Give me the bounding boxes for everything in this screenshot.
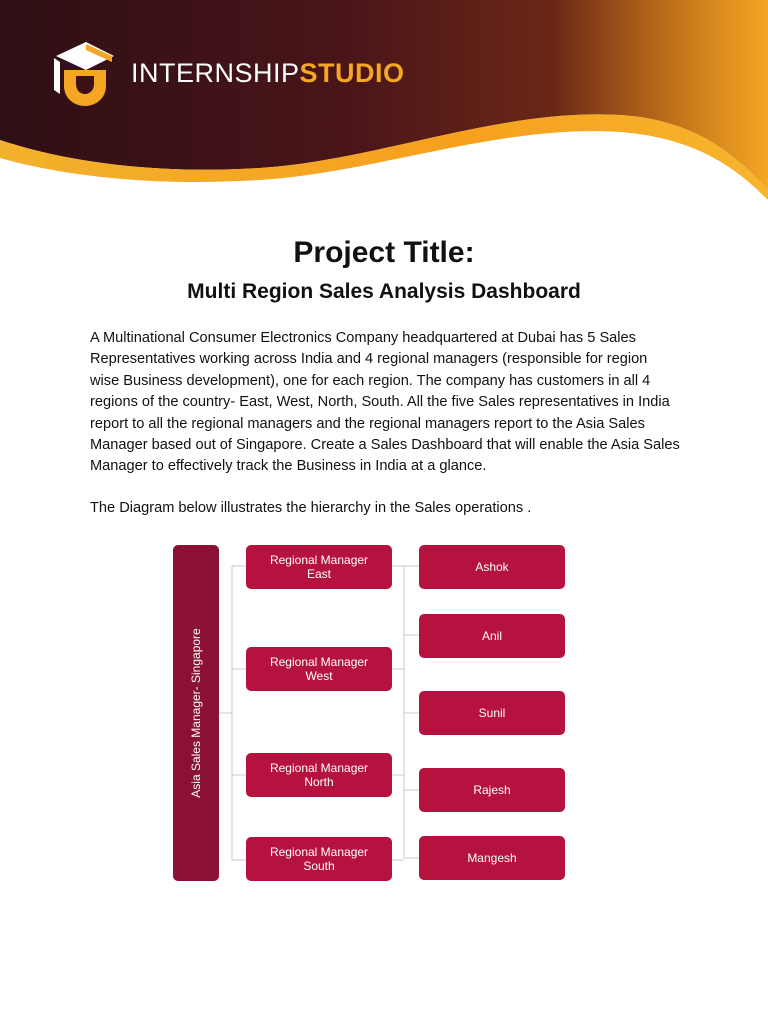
sales-rep-box: Mangesh — [419, 836, 565, 880]
asia-sales-manager-box: Asia Sales Manager- Singapore — [173, 545, 219, 881]
sales-rep-name: Ashok — [475, 560, 509, 574]
manager-title: Regional Manager — [269, 761, 369, 775]
sales-rep-name: Sunil — [478, 706, 506, 720]
sales-rep-box: Rajesh — [419, 768, 565, 812]
brand-name-part1: INTERNSHIP — [131, 58, 300, 88]
description-paragraph: A Multinational Consumer Electronics Com… — [90, 330, 680, 475]
sales-rep-name: Mangesh — [467, 851, 517, 865]
brand-name: INTERNSHIPSTUDIO — [131, 58, 405, 89]
manager-title: Regional Manager — [269, 845, 369, 859]
header-background — [0, 0, 768, 200]
regional-manager-east-box: Regional Manager East — [246, 545, 392, 589]
manager-region: West — [305, 669, 333, 683]
regional-manager-west-box: Regional Manager West — [246, 647, 392, 691]
page-title: Project Title: — [293, 236, 475, 269]
header-banner: INTERNSHIPSTUDIO — [0, 0, 768, 200]
brand-name-part2: STUDIO — [299, 58, 405, 88]
diagram-intro-text: The Diagram below illustrates the hierar… — [90, 500, 532, 516]
sales-rep-box: Sunil — [419, 691, 565, 735]
manager-title: Regional Manager — [269, 655, 369, 669]
sales-rep-name: Rajesh — [473, 783, 511, 797]
manager-region: South — [303, 859, 335, 873]
sales-rep-name: Anil — [481, 629, 502, 643]
regional-manager-south-box: Regional Manager South — [246, 837, 392, 881]
regional-manager-north-box: Regional Manager North — [246, 753, 392, 797]
manager-region: North — [304, 775, 334, 789]
sales-rep-box: Anil — [419, 614, 565, 658]
page-subtitle: Multi Region Sales Analysis Dashboard — [187, 280, 581, 303]
asia-sales-manager-label: Asia Sales Manager- Singapore — [189, 628, 203, 798]
manager-title: Regional Manager — [269, 553, 369, 567]
graduation-cap-logo-icon — [54, 42, 114, 106]
sales-rep-box: Ashok — [419, 545, 565, 589]
manager-region: East — [306, 567, 331, 581]
